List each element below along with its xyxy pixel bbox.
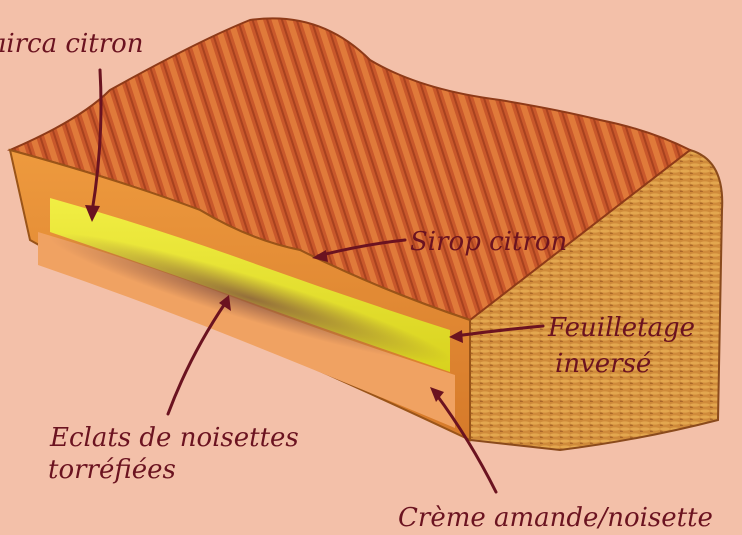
label-chirca-citron: ıirca citron xyxy=(0,29,144,59)
label-eclats-line2: torréfiées xyxy=(48,455,176,485)
label-creme-amande-noisette: Crème amande/noisette xyxy=(398,503,713,533)
label-feuilletage-line1: Feuilletage xyxy=(547,313,695,343)
label-eclats-line1: Eclats de noisettes xyxy=(49,423,299,453)
label-sirop-citron: Sirop citron xyxy=(410,227,567,257)
label-feuilletage-line2: inversé xyxy=(555,349,651,379)
